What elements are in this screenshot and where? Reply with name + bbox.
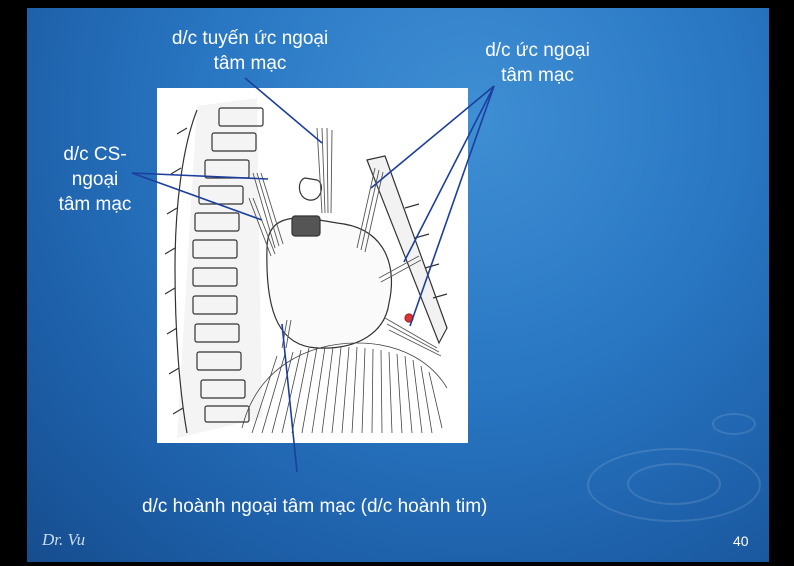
ripple-decoration	[627, 463, 721, 505]
anatomy-illustration	[157, 88, 468, 443]
diaphragm-drawing	[241, 342, 448, 434]
label-sternopericardial-ligament: d/c ức ngoại tâm mạc	[485, 40, 590, 86]
laser-pointer-dot	[404, 313, 414, 323]
label-phrenicopericardial-ligament: d/c hoành ngoại tâm mạc (d/c hoành tim)	[142, 496, 488, 517]
author-signature: Dr. Vu	[42, 530, 86, 549]
pericardium-drawing	[266, 177, 392, 349]
label-vertebropericardial-ligament: d/c CS- ngoại tâm mạc	[58, 144, 132, 215]
vertebral-column-drawing	[164, 98, 264, 438]
label-thymus-pericardial-ligament: d/c tuyến ức ngoại tâm mạc	[171, 28, 329, 74]
ripple-decoration	[712, 413, 756, 435]
ripple-decoration	[587, 448, 761, 522]
pericardial-ligaments-drawing	[164, 98, 448, 438]
page-number: 40	[733, 533, 749, 549]
